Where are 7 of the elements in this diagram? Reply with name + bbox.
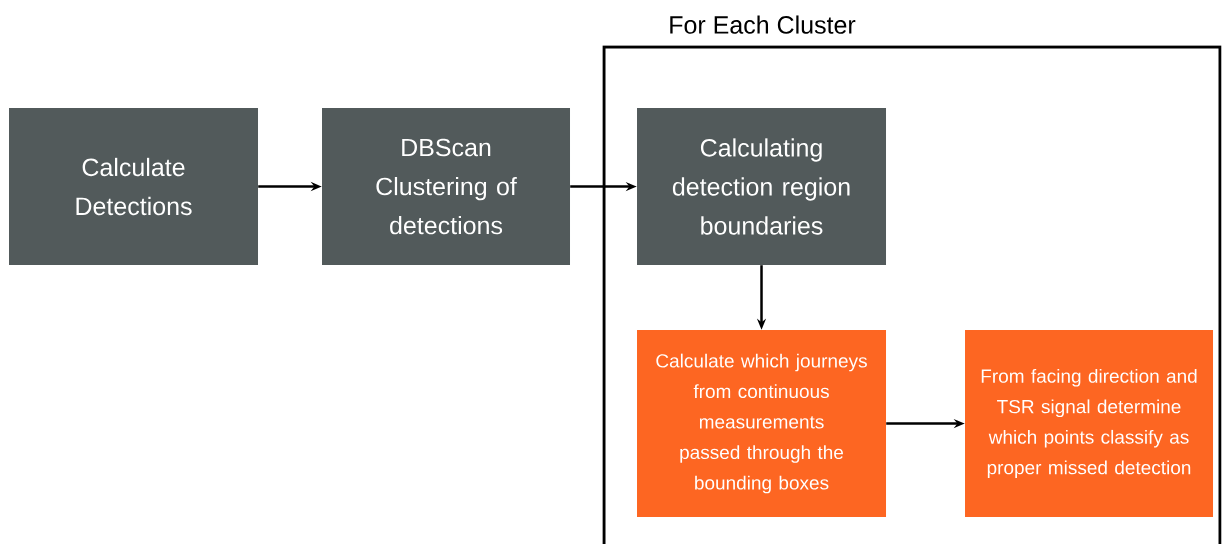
process-box: Calculate Detections: [9, 108, 258, 265]
process-box: Calculate which journeys from continuous measurements passed through the bounding boxes: [637, 330, 886, 517]
process-box: Calculating detection region boundaries: [637, 108, 886, 265]
process-box: DBScan Clustering of detections: [322, 108, 570, 265]
frame-heading: For Each Cluster: [670, 15, 856, 34]
process-box: From facing direction and TSR signal determine which points classify as proper missed detection: [965, 330, 1213, 517]
loop-frame: [602, 45, 1222, 544]
